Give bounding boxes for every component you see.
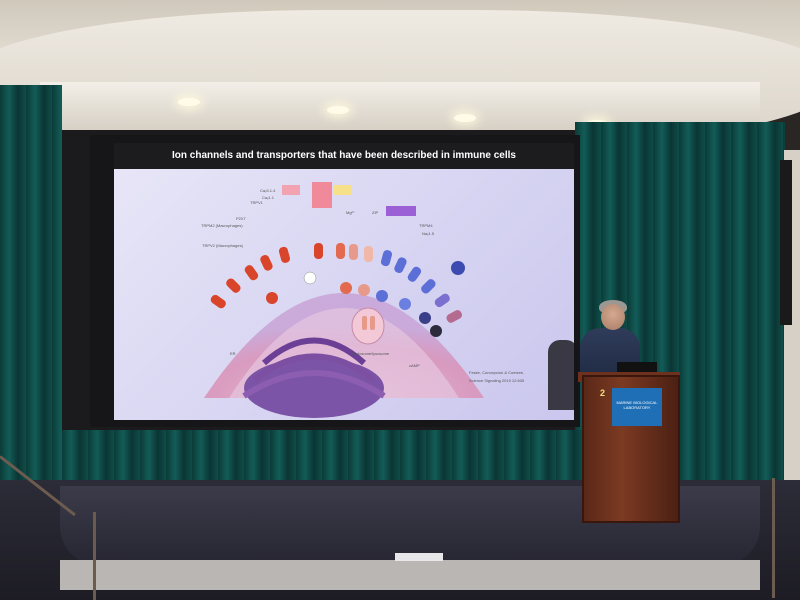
podium-sign-text: MARINE BIOLOGICAL LABORATORY — [616, 400, 658, 410]
label-p2x7: P2X7 — [236, 216, 246, 221]
label-zip: ZIP — [372, 210, 379, 215]
laptop — [617, 362, 657, 374]
label-er: ER — [230, 351, 236, 356]
ion-markers — [266, 261, 465, 337]
label-cav1: Caᵥ3.1.4 — [260, 188, 276, 193]
er-membrane — [242, 370, 386, 399]
label-endosome: Endosome/lysosome — [352, 351, 390, 356]
podium-number: 2 — [600, 388, 606, 398]
label-trpm2: TRPM2 (Macrophages) — [201, 223, 243, 228]
label-trpv1: TRPV1 — [250, 200, 263, 205]
speaker-shadow — [548, 340, 578, 410]
label-trpv2: TRPV2 (Macrophages) — [202, 243, 243, 248]
ceiling-light — [454, 114, 476, 122]
label-trpm4: TRPM4 — [419, 223, 433, 228]
ceiling-light — [178, 98, 200, 106]
floor-monitor — [395, 553, 443, 561]
ion-channel-row — [210, 243, 373, 309]
er-membrane — [261, 337, 367, 366]
speaker — [780, 160, 792, 325]
presenter-head — [601, 304, 625, 330]
slide-title: Ion channels and transporters that have … — [114, 143, 574, 169]
transporter-row — [380, 250, 463, 323]
top-label-boxes — [282, 182, 416, 216]
cell-diagram — [204, 182, 484, 418]
stage-edge — [60, 560, 760, 590]
label-mg: Mg²⁺ — [346, 210, 355, 215]
stair-railing — [772, 478, 775, 598]
podium-sign: MARINE BIOLOGICAL LABORATORY — [612, 388, 662, 426]
ceiling-light — [327, 106, 349, 114]
endosome — [351, 307, 385, 345]
label-cav2: Caᵥ1.1 — [262, 195, 274, 200]
projection-screen: TRPM2 (Macrophages) TRPV2 (Macrophages) … — [114, 158, 574, 420]
stair-railing — [93, 512, 96, 600]
label-camp: cAMP — [409, 363, 420, 368]
nucleus — [244, 358, 384, 418]
er-membrane — [252, 353, 376, 383]
label-nav: Naᵥ1.5 — [422, 231, 434, 236]
citation-line-2: Science Signaling 2019 12:605 — [469, 378, 525, 383]
citation-line-1: Feske, Concepcion & Coetzee, — [469, 370, 525, 375]
curtain-left — [0, 85, 62, 555]
